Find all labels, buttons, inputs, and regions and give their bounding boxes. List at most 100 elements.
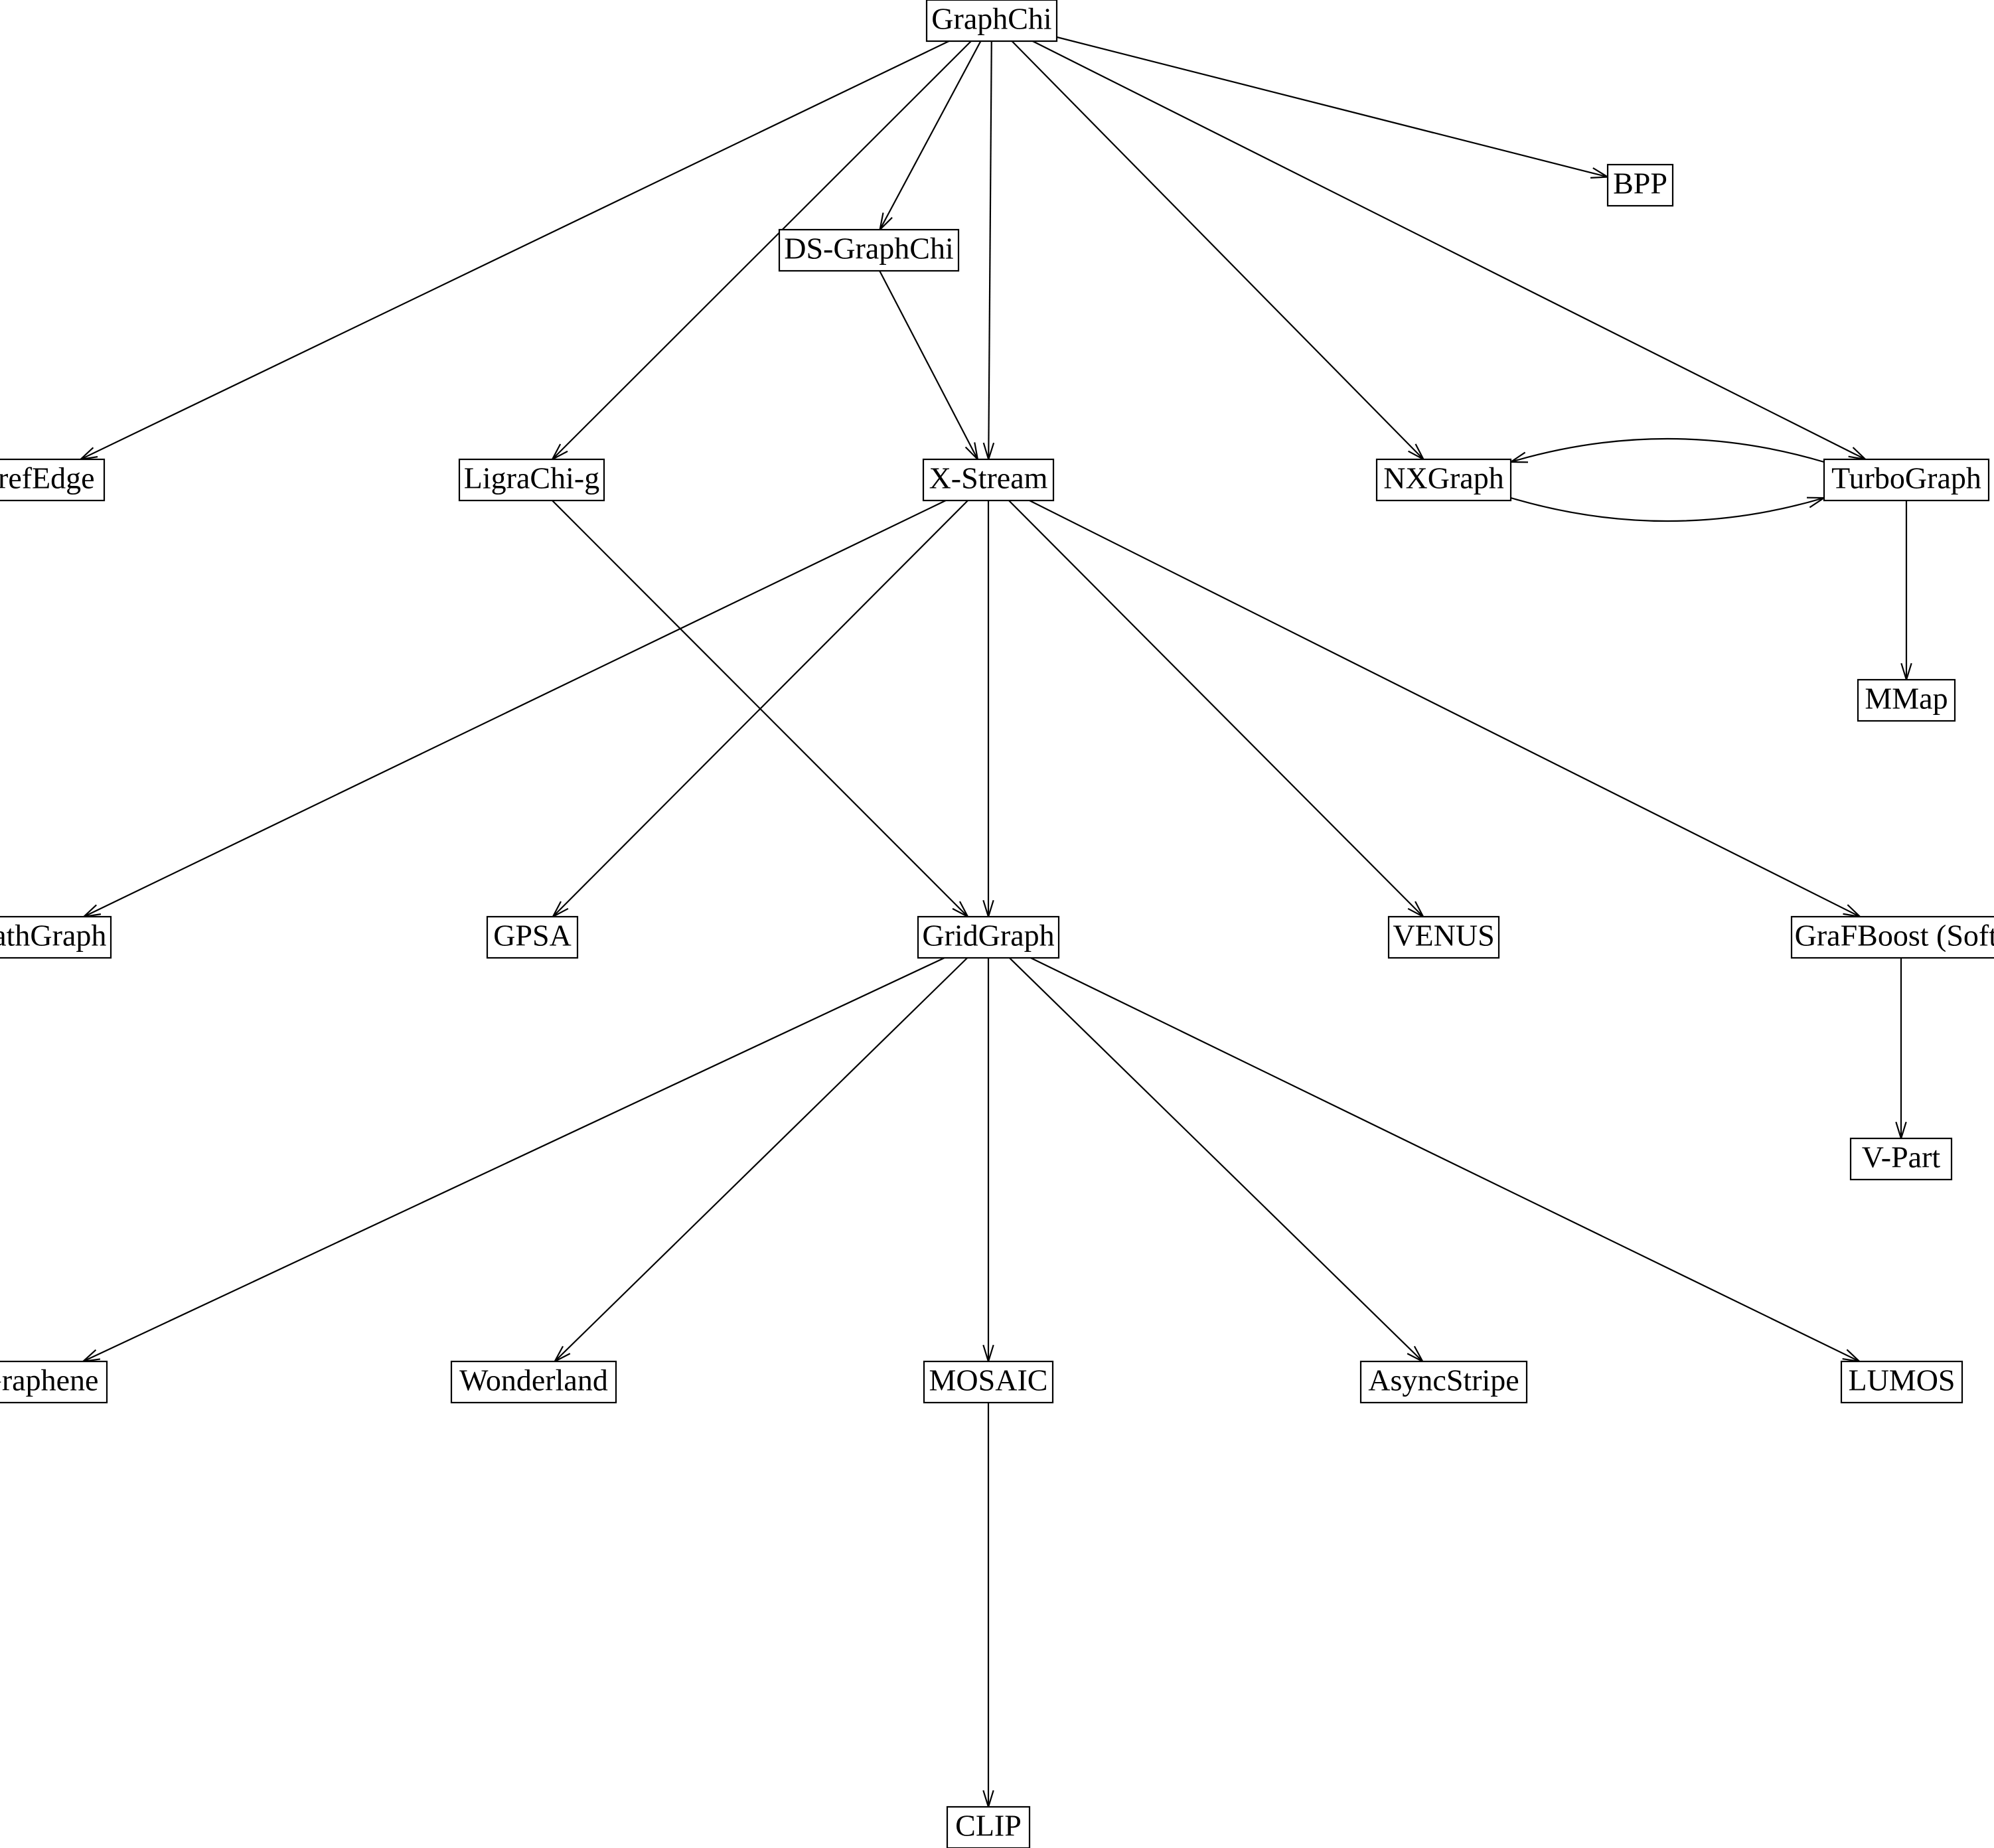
edge-arrowhead (878, 212, 893, 232)
node-box-venus[interactable] (1387, 915, 1500, 959)
node-box-vpart[interactable] (1849, 1137, 1953, 1181)
edge-path (552, 40, 972, 460)
node-turbograph[interactable]: TurboGraph (1823, 458, 1990, 502)
edge-xstream-to-grafboost (1029, 500, 1863, 918)
edge-gridgraph-to-graphene (80, 957, 945, 1363)
edge-path (879, 40, 982, 230)
node-box-dsgraphchi[interactable] (778, 228, 960, 272)
node-clip[interactable]: CLIP (946, 1806, 1031, 1848)
edge-arrowhead (78, 447, 98, 461)
edge-grafboost-to-vpart (1895, 958, 1907, 1141)
edge-gridgraph-to-asyncstripe (1008, 957, 1424, 1363)
node-nxgraph[interactable]: NXGraph (1375, 458, 1512, 502)
edge-turbograph-to-nxgraph (1508, 437, 1825, 463)
node-box-mosaic[interactable] (923, 1360, 1054, 1404)
node-graphene[interactable]: Graphene (0, 1360, 108, 1404)
edge-arrowhead (1842, 1349, 1862, 1363)
node-box-grafboost[interactable] (1790, 915, 1994, 959)
edge-path (879, 270, 978, 460)
edge-path (1510, 497, 1825, 522)
node-mosaic[interactable]: MOSAIC (923, 1360, 1054, 1404)
node-label-grafboost: GraFBoost (Soft) (1795, 919, 1994, 953)
edge-mosaic-to-clip (982, 1403, 994, 1810)
node-box-prefedge[interactable] (0, 458, 106, 502)
node-label-gpsa: GPSA (493, 919, 572, 953)
edge-arrowhead (81, 904, 102, 918)
edge-path (82, 957, 945, 1362)
node-xstream[interactable]: X-Stream (922, 458, 1055, 502)
edge-path (552, 500, 968, 917)
node-label-asyncstripe: AsyncStripe (1368, 1363, 1519, 1397)
node-prefedge[interactable]: PrefEdge (0, 458, 106, 502)
node-ligrachig[interactable]: LigraChi-g (458, 458, 605, 502)
node-label-wonderland: Wonderland (459, 1363, 608, 1397)
node-gpsa[interactable]: GPSA (486, 915, 579, 959)
node-label-vpart: V-Part (1862, 1140, 1941, 1174)
node-label-ligrachig: LigraChi-g (464, 461, 599, 495)
node-bpp[interactable]: BPP (1606, 163, 1674, 207)
node-label-clip: CLIP (955, 1809, 1022, 1843)
node-venus[interactable]: VENUS (1387, 915, 1500, 959)
node-label-xstream: X-Stream (929, 461, 1048, 495)
node-box-wonderland[interactable] (450, 1360, 617, 1404)
node-label-prefedge: PrefEdge (0, 461, 95, 495)
node-grafboost[interactable]: GraFBoost (Soft) (1790, 915, 1994, 959)
node-pathgraph[interactable]: PathGraph (0, 915, 112, 959)
node-box-nxgraph[interactable] (1375, 458, 1512, 502)
edge-nxgraph-to-turbograph (1510, 497, 1827, 522)
node-box-mmap[interactable] (1857, 678, 1956, 722)
edge-path (554, 957, 968, 1362)
node-box-lumos[interactable] (1840, 1360, 1963, 1404)
node-mmap[interactable]: MMap (1857, 678, 1956, 722)
node-lumos[interactable]: LUMOS (1840, 1360, 1963, 1404)
edge-arrowhead (80, 1349, 101, 1363)
node-label-graphene: Graphene (0, 1363, 98, 1397)
node-box-ligrachig[interactable] (458, 458, 605, 502)
node-label-graphchi: GraphChi (931, 2, 1051, 36)
node-asyncstripe[interactable]: AsyncStripe (1359, 1360, 1528, 1404)
node-label-turbograph: TurboGraph (1831, 461, 1981, 495)
node-box-gpsa[interactable] (486, 915, 579, 959)
node-box-graphene[interactable] (0, 1360, 108, 1404)
edge-path (1008, 957, 1424, 1362)
edge-path (1030, 957, 1860, 1362)
edge-xstream-to-gridgraph (982, 501, 994, 919)
node-label-mosaic: MOSAIC (929, 1363, 1048, 1397)
node-box-gridgraph[interactable] (917, 915, 1060, 959)
node-wonderland[interactable]: Wonderland (450, 1360, 617, 1404)
edge-graphchi-to-bpp (1056, 36, 1610, 179)
edge-gridgraph-to-lumos (1030, 957, 1862, 1363)
node-box-asyncstripe[interactable] (1359, 1360, 1528, 1404)
node-box-turbograph[interactable] (1823, 458, 1990, 502)
node-box-xstream[interactable] (922, 458, 1055, 502)
edge-path (988, 40, 992, 460)
edge-xstream-to-venus (1008, 500, 1425, 919)
node-label-nxgraph: NXGraph (1383, 461, 1503, 495)
node-graphchi[interactable]: GraphChi (925, 0, 1058, 42)
node-box-graphchi[interactable] (925, 0, 1058, 42)
edge-path (1011, 40, 1424, 460)
node-box-clip[interactable] (946, 1806, 1031, 1848)
edge-graphchi-to-dsgraphchi (878, 40, 982, 232)
node-dsgraphchi[interactable]: DS-GraphChi (778, 228, 960, 272)
edge-dsgraphchi-to-xstream (879, 270, 979, 462)
node-label-venus: VENUS (1393, 919, 1494, 953)
node-label-pathgraph: PathGraph (0, 919, 106, 953)
edge-path (80, 40, 950, 460)
node-box-bpp[interactable] (1606, 163, 1674, 207)
edge-path (1056, 36, 1608, 178)
edge-turbograph-to-mmap (1900, 501, 1912, 682)
edge-path (1029, 500, 1861, 917)
node-gridgraph[interactable]: GridGraph (917, 915, 1060, 959)
node-box-pathgraph[interactable] (0, 915, 112, 959)
node-vpart[interactable]: V-Part (1849, 1137, 1953, 1181)
node-label-lumos: LUMOS (1848, 1363, 1955, 1397)
edge-arrowhead (964, 442, 979, 462)
edge-graphchi-to-xstream (982, 40, 995, 462)
node-label-bpp: BPP (1613, 167, 1667, 200)
edge-gridgraph-to-mosaic (982, 958, 994, 1364)
edge-arrowhead (1843, 904, 1863, 918)
